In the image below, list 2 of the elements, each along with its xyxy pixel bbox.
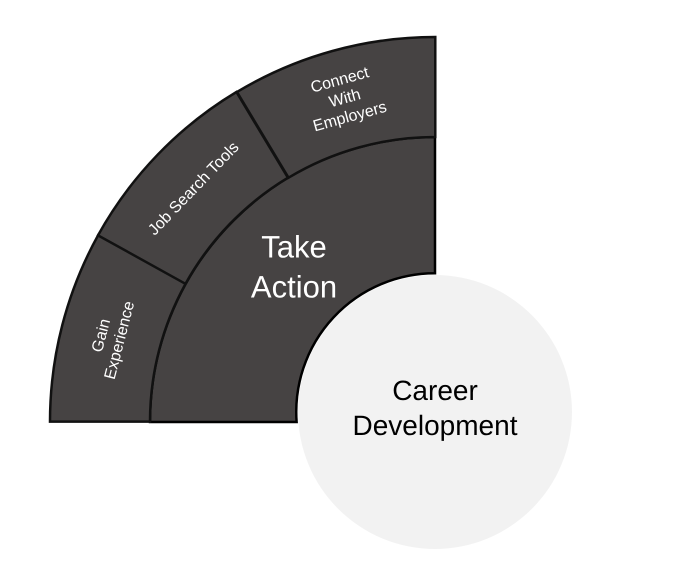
circle-label: Career Development	[352, 374, 518, 443]
band-label: Take Action	[250, 228, 338, 307]
